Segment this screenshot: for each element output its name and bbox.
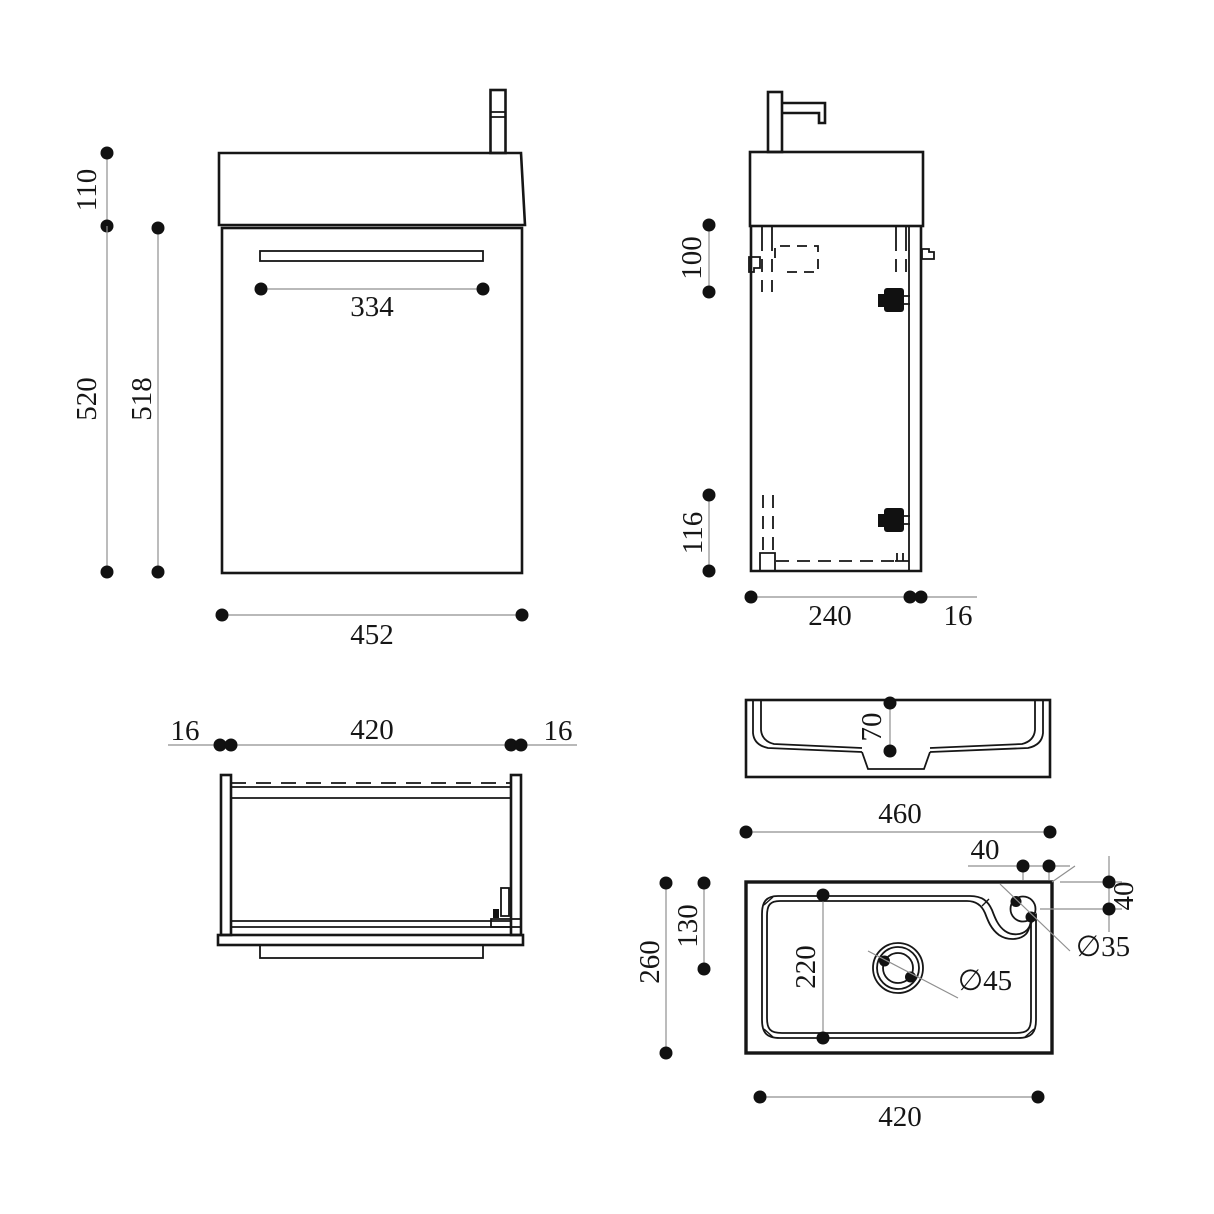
basin-side: [748, 150, 925, 228]
faucet-side-spout: [782, 101, 827, 125]
dim-label-bowl-inner-depth: 220: [790, 945, 822, 989]
side-view: 100 116 240 16: [676, 90, 977, 632]
bowl-wall-right-outer: [929, 701, 1044, 753]
faucet-front: [489, 88, 507, 155]
side-panel-left: [219, 773, 233, 937]
dim-label-left-thickness: 16: [171, 715, 200, 747]
dim-label-drain-dia: ∅45: [958, 965, 1012, 997]
dim-total-height: 520: [71, 226, 114, 579]
dim-label-drain-offset: 130: [672, 904, 704, 948]
dim-handle-width: 334: [254, 282, 490, 323]
dim-label-inner-width: 420: [350, 714, 394, 746]
dim-tap-offset-v: 40: [1040, 856, 1140, 932]
dim-drain-offset: 130: [672, 876, 711, 976]
bottom-rail-left: [759, 552, 776, 571]
hinge-bottom: [878, 508, 910, 532]
front-view: 110 520 518 334 452: [71, 88, 529, 651]
dim-label-cabinet-height: 518: [126, 377, 158, 421]
dim-label-basin-depth: 260: [634, 940, 666, 984]
dim-label-hanger-offset: 100: [676, 236, 708, 280]
basin-section-outline: [744, 698, 1052, 779]
basin-plan-outline: [744, 880, 1054, 1055]
dim-basin-depth: 260: [634, 876, 673, 1060]
dim-label-basin-width: 460: [878, 798, 922, 830]
dim-bowl-width: 420: [753, 1090, 1045, 1133]
bowl-wall-left-inner: [760, 701, 863, 749]
bottom-inner-edges: [231, 920, 511, 928]
dim-cabinet-height: 518: [126, 221, 165, 579]
tap-hole: [1009, 895, 1037, 923]
tap-hole-leader: [999, 883, 1071, 952]
dim-overall-width: 452: [215, 608, 529, 651]
dim-basin-width: 460: [739, 798, 1057, 839]
hanger-bracket-hidden: [774, 245, 819, 273]
basin-front: [217, 151, 527, 227]
hanger-rail-left-hidden: [761, 238, 773, 292]
side-clip: [921, 248, 935, 260]
dim-bowl-depth: 70: [856, 696, 897, 758]
dim-label-door-thickness: 16: [944, 600, 973, 632]
drain-hole: [867, 942, 959, 999]
drain-funnel: [861, 751, 931, 770]
faucet-side-stem: [766, 90, 784, 154]
hanger-rail-left: [761, 227, 773, 238]
dim-basin-height: 110: [71, 146, 114, 233]
dim-label-right-thickness: 16: [544, 715, 573, 747]
dim-label-bowl-depth: 70: [856, 713, 888, 742]
dim-label-depth: 240: [808, 600, 852, 632]
dim-label-tap-dia: ∅35: [1076, 931, 1130, 963]
dim-bowl-inner-depth: 220: [790, 888, 830, 1045]
bottom-rail-right: [895, 553, 909, 562]
dim-label-tap-offset-v: 40: [1108, 882, 1140, 911]
cabinet-top-view: 16 420 16: [168, 714, 577, 959]
cabinet-front: [220, 226, 524, 575]
dim-depth: 240 16: [744, 590, 977, 632]
dim-bottom-offset: 116: [677, 488, 716, 578]
cabinet-side: [749, 226, 923, 573]
basin-section-view: 70 460: [739, 696, 1057, 839]
bottom-rail-left-hidden: [762, 495, 774, 553]
front-edge-lines: [895, 227, 907, 238]
dim-label-bottom-offset: 116: [677, 512, 709, 554]
dim-label-basin-height: 110: [71, 169, 103, 211]
faucet-band: [490, 111, 506, 118]
dim-label-handle-width: 334: [350, 291, 394, 323]
basin-plan-view: 40 40 130 260 220 420 ∅45 ∅35: [634, 834, 1140, 1133]
front-edge-hidden: [895, 238, 907, 272]
dim-hanger-offset: 100: [676, 218, 716, 299]
dim-tap-offset-h: 40: [968, 834, 1076, 883]
door-front-panel: [259, 944, 484, 959]
side-panel-right: [509, 773, 523, 937]
rim-corner-ticks: [763, 896, 1037, 1038]
dim-label-overall-width: 452: [350, 619, 394, 651]
back-rail: [231, 786, 511, 799]
hinge-top: [878, 288, 910, 312]
dim-label-tap-offset-h: 40: [971, 834, 1000, 866]
hinge-plan-detail: [490, 887, 522, 928]
bowl-wall-right-inner: [929, 701, 1036, 749]
wall-hook: [748, 256, 761, 273]
front-edge-band: [216, 933, 525, 947]
drain-leader: [867, 950, 959, 999]
dim-label-total-height: 520: [71, 377, 103, 421]
bowl-wall-left-outer: [752, 701, 863, 753]
door-handle: [259, 250, 484, 262]
bowl-rim-inner: [766, 900, 1032, 1034]
dim-label-bowl-width: 420: [878, 1101, 922, 1133]
dim-top-widths: 16 420 16: [168, 714, 577, 752]
